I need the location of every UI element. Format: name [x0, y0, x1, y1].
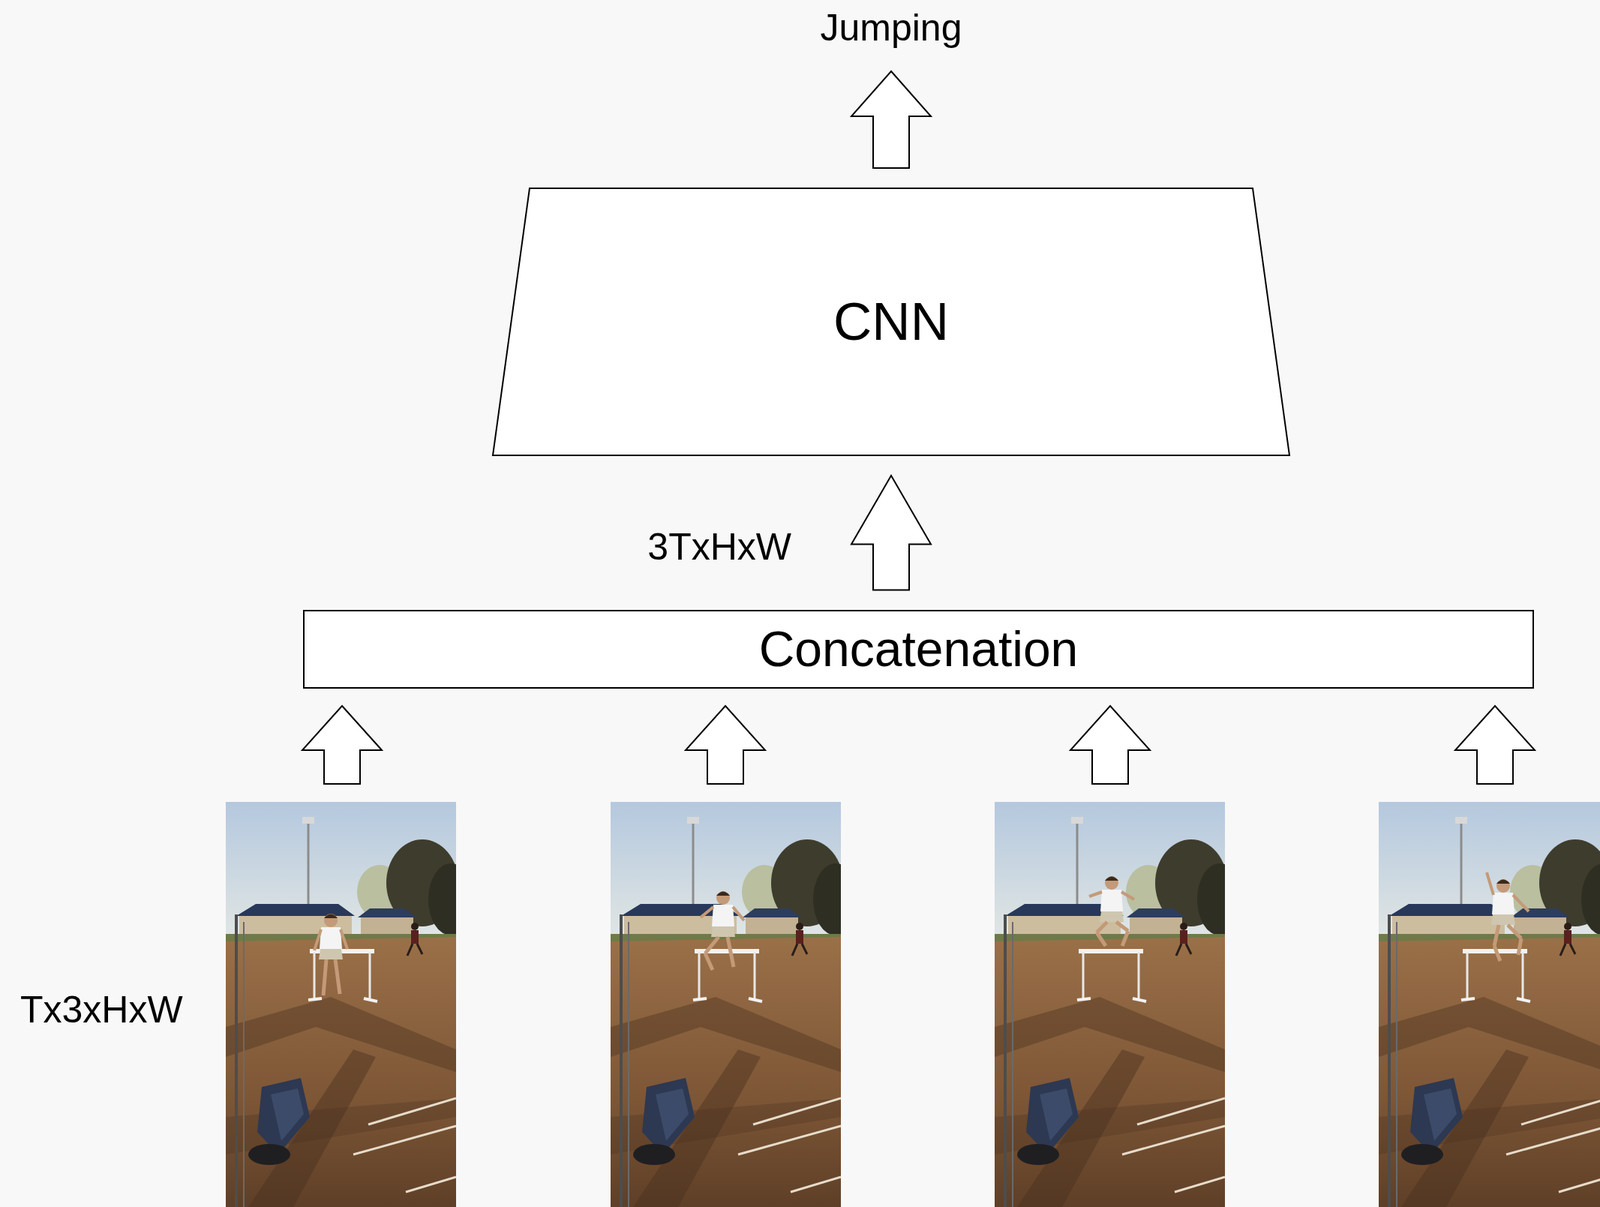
model-block: CNN — [492, 187, 1291, 457]
output-class: Jumping — [820, 6, 963, 51]
athlete — [700, 891, 745, 970]
block-arrow — [851, 475, 931, 591]
trapezoid-shape — [492, 188, 1290, 456]
node-text: CNN — [833, 291, 949, 353]
input-arrows — [302, 705, 1535, 784]
athlete — [314, 913, 348, 996]
tensor-shape: Tx3xHxW — [20, 988, 184, 1033]
tensor-shape: 3TxHxW — [647, 526, 792, 571]
process-box: Concatenation — [303, 609, 1534, 690]
video-frame — [225, 801, 474, 1207]
athlete — [1089, 876, 1135, 946]
output-arrow — [851, 71, 931, 169]
athlete — [1486, 872, 1529, 961]
video-frame — [1378, 801, 1600, 1207]
video-frame — [610, 801, 859, 1207]
video-frame — [994, 801, 1243, 1207]
node-text: Concatenation — [759, 621, 1079, 679]
